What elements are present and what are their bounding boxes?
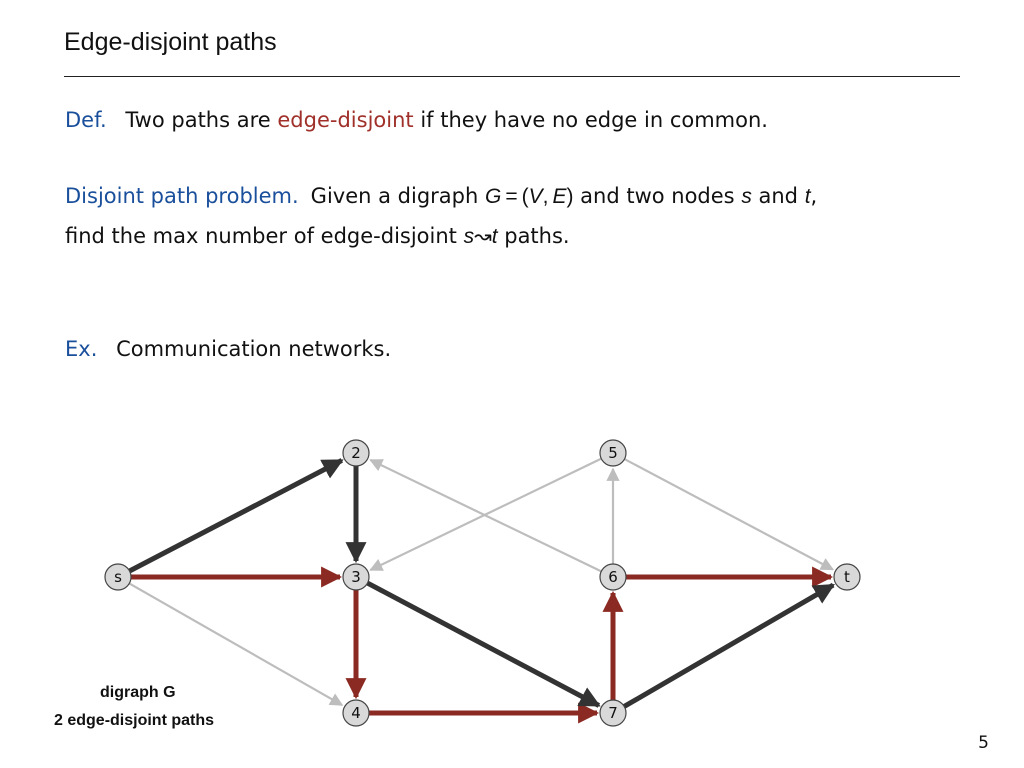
path-arrow-symbol: ↝ (474, 225, 492, 248)
edge-5-t (623, 458, 835, 571)
caption-paths: 2 edge-disjoint paths (54, 712, 215, 729)
example-text: Communication networks. (116, 337, 392, 361)
caption-digraph: digraph G (100, 684, 176, 701)
definition-text-before: Two paths are (125, 108, 271, 132)
edge-5-3 (369, 457, 602, 572)
problem-line1-end: , (810, 184, 818, 208)
node-circle (342, 563, 370, 591)
problem-line2-end: paths. (504, 224, 570, 248)
title-divider (64, 76, 960, 77)
definition-label: Def. (65, 108, 107, 132)
node-3: 3 (342, 563, 370, 591)
node-circle (599, 699, 627, 727)
node-label: 5 (608, 444, 618, 462)
node-label: t (844, 568, 850, 586)
problem-line2-text: find the max number of edge-disjoint (65, 224, 457, 248)
open-paren: ( (521, 185, 529, 208)
node-circle (104, 563, 132, 591)
edges-layer (128, 457, 835, 724)
node-2: 2 (342, 439, 370, 467)
example-paragraph: Ex. Communication networks. (65, 329, 391, 369)
source-symbol: s (741, 185, 752, 208)
vertex-symbol: V (528, 185, 543, 208)
equals-sign: = (505, 185, 518, 208)
path-sink-symbol: t (491, 225, 498, 248)
problem-middle: and two nodes (580, 184, 735, 208)
node-circle (599, 439, 627, 467)
node-6: 6 (599, 563, 627, 591)
slide-title: Edge-disjoint paths (64, 28, 277, 56)
example-label: Ex. (65, 337, 98, 361)
node-circle (833, 563, 861, 591)
problem-label: Disjoint path problem. (65, 184, 299, 208)
and-word: and (758, 184, 799, 208)
comma: , (542, 185, 549, 208)
definition-paragraph: Def. Two paths are edge-disjoint if they… (65, 100, 768, 140)
definition-term: edge-disjoint (277, 108, 414, 132)
node-label: 7 (608, 704, 618, 722)
node-label: 4 (351, 704, 361, 722)
edge-s-4 (128, 582, 344, 707)
node-s: s (104, 563, 132, 591)
node-label: 3 (351, 568, 361, 586)
problem-intro: Given a digraph (310, 184, 479, 208)
edge-s-2 (128, 458, 344, 574)
node-5: 5 (599, 439, 627, 467)
node-circle (342, 439, 370, 467)
path-source-symbol: s (463, 225, 475, 248)
edge-symbol: E (552, 185, 567, 208)
node-label: s (114, 568, 122, 586)
node-7: 7 (599, 699, 627, 727)
node-label: 2 (351, 444, 361, 462)
edge-7-t (622, 582, 835, 709)
edge-6-2 (369, 458, 602, 573)
nodes-layer: s 2 3 4 5 6 7 t (104, 439, 861, 727)
node-label: 6 (608, 568, 618, 586)
node-circle (342, 699, 370, 727)
node-circle (599, 563, 627, 591)
node-4: 4 (342, 699, 370, 727)
page-number: 5 (978, 733, 989, 753)
edge-3-7 (366, 580, 601, 708)
node-t: t (833, 563, 861, 591)
sink-symbol: t (804, 185, 811, 208)
graph-symbol: G (484, 185, 502, 208)
definition-text-after: if they have no edge in common. (420, 108, 768, 132)
close-paren: ) (566, 185, 574, 208)
problem-line-1: Disjoint path problem. Given a digraph G=… (65, 176, 817, 217)
problem-line-2: find the max number of edge-disjoint s↝t… (65, 216, 570, 257)
